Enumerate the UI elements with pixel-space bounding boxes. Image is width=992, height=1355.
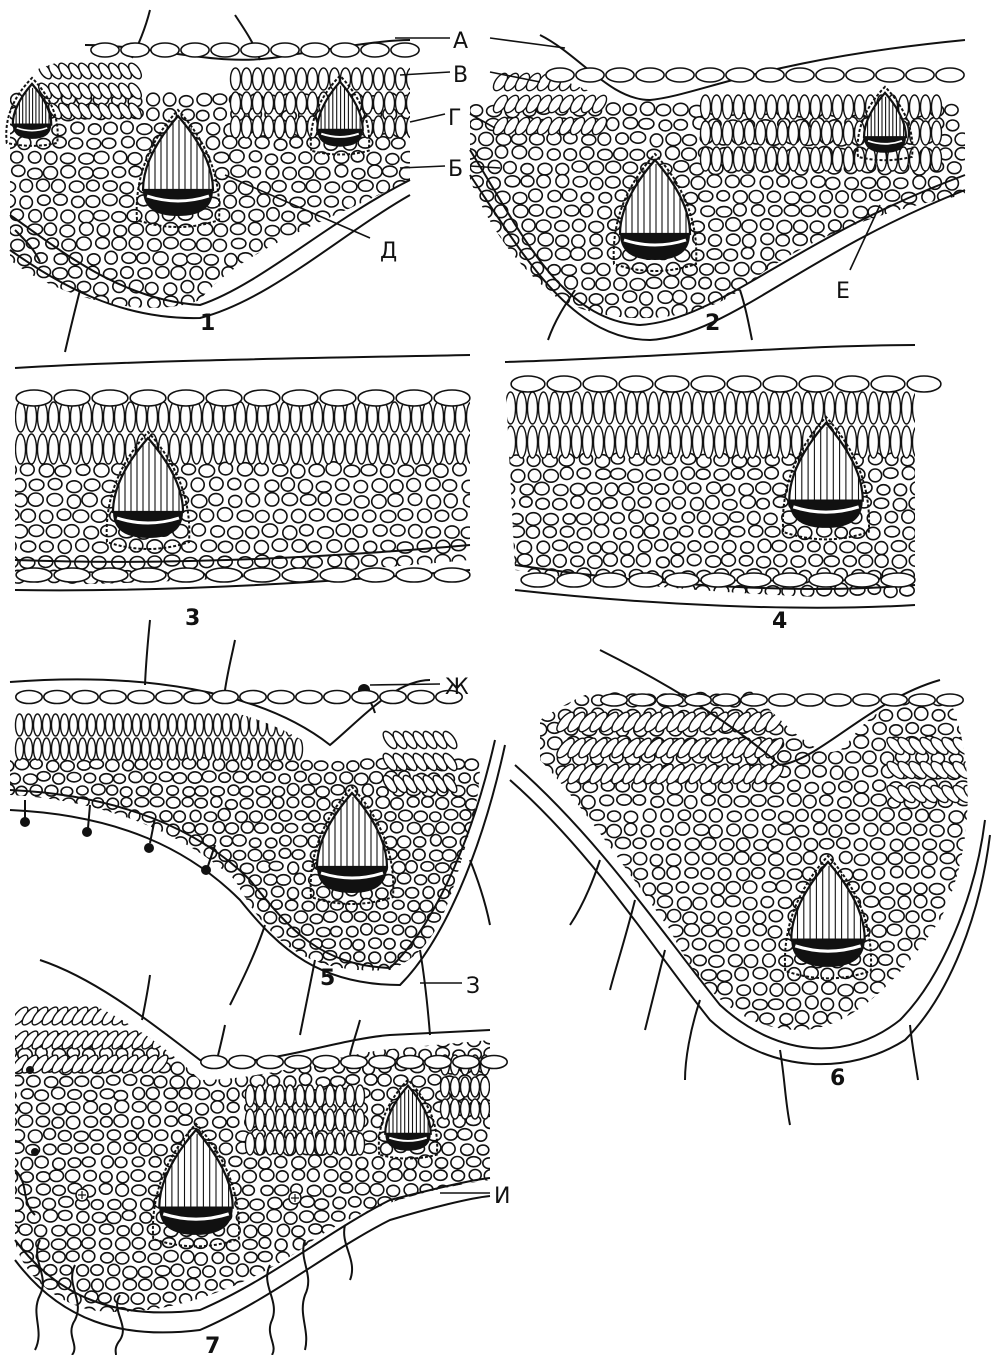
- panel-7-trichome: [350, 1020, 360, 1055]
- label-z: З: [466, 974, 480, 999]
- panel-1-section: 1: [0, 10, 425, 352]
- panel-6-trichome: [610, 900, 635, 990]
- panel-3-tissue: [3, 402, 477, 585]
- panel-3-number: 3: [185, 606, 200, 631]
- label-b: Б: [448, 157, 463, 182]
- panel-6-section: 6: [510, 650, 992, 1125]
- panel-6-trichome: [645, 950, 665, 1030]
- panel-6-trichome: [685, 1000, 700, 1080]
- panel-5-section: 5: [0, 620, 510, 1035]
- label-i: И: [494, 1184, 510, 1209]
- label-g: Г: [448, 106, 461, 131]
- label-v: В: [453, 63, 468, 88]
- panel-2-section: 2: [451, 35, 970, 340]
- panel-2-number: 2: [705, 311, 720, 336]
- panel-3-upper-epidermis: [15, 355, 470, 368]
- panel-7-number: 7: [205, 1334, 220, 1355]
- panel-5-trichome: [420, 950, 430, 1035]
- panel-5-trichome: [470, 860, 490, 925]
- panel-5-tissue: [0, 714, 510, 989]
- panel-2-trichome: [740, 290, 752, 340]
- panel-4-number: 4: [772, 609, 787, 634]
- panel-7-trichome: [142, 975, 150, 1020]
- label-a: А: [453, 29, 468, 54]
- panel-3-section: 3: [3, 355, 477, 631]
- panel-5-trichome: [300, 960, 315, 1035]
- label-zh: Ж: [445, 675, 469, 700]
- label-e: Е: [836, 279, 850, 304]
- panel-7-section: 7: [2, 960, 507, 1355]
- panel-4-upper-epidermis: [505, 345, 915, 362]
- panel-5-trichome: [225, 640, 235, 690]
- panel-4-section: 4: [491, 345, 941, 634]
- panel-7-tissue: [2, 1005, 498, 1320]
- panel-2-upper-epidermis: [540, 35, 965, 100]
- panel-6-trichome: [910, 1025, 918, 1080]
- panel-5-trichome: [230, 925, 265, 1005]
- panel-6-number: 6: [830, 1066, 845, 1091]
- panel-1-number: 1: [200, 311, 215, 336]
- panel-1-trichome: [65, 290, 80, 352]
- panel-5-number: 5: [320, 966, 335, 991]
- panel-5-trichome: [145, 620, 150, 685]
- label-d: Д: [380, 239, 397, 264]
